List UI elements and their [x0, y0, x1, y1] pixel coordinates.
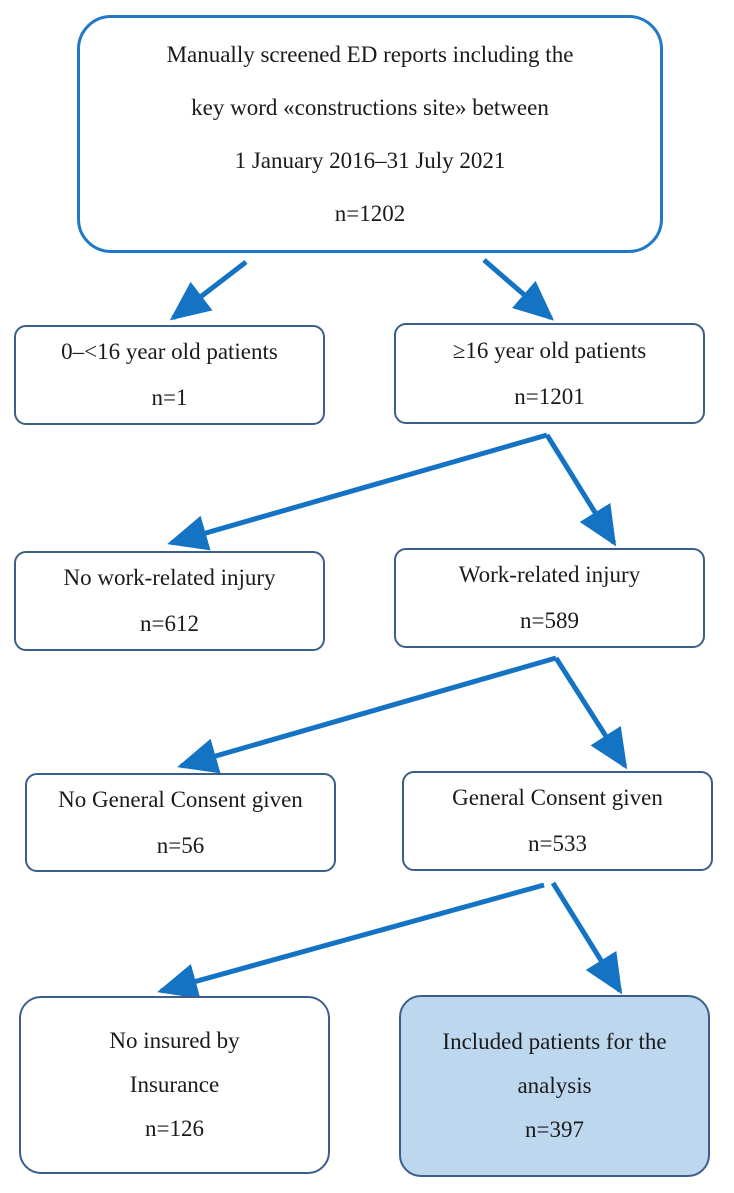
screened-line-1: Manually screened ED reports including t…	[166, 42, 574, 67]
no-consent-label: No General Consent given	[58, 786, 303, 812]
screened-reports-box: Manually screened ED reports including t…	[77, 15, 663, 253]
arrow-screened-to-under16	[169, 260, 248, 321]
arrow-over16-to-no-work	[167, 432, 548, 551]
arrow-work-to-no-consent	[177, 655, 557, 774]
included-line-1: Included patients for the	[442, 1029, 667, 1054]
arrow-consent-to-included	[550, 881, 623, 995]
consent-label: General Consent given	[452, 785, 663, 810]
no-work-injury-label: No work-related injury	[63, 565, 276, 590]
screened-line-3: 1 January 2016–31 July 2021	[234, 148, 506, 173]
screened-count: n=1202	[334, 201, 406, 226]
consent-count: n=533	[528, 831, 587, 856]
arrow-work-to-consent	[553, 656, 628, 770]
not-insured-line-1: No insured by	[109, 1028, 240, 1053]
included-patients-box: Included patients for the analysis n=397	[399, 995, 710, 1177]
under16-label: 0–<16 year old patients	[61, 339, 278, 364]
no-consent-count: n=56	[156, 832, 205, 858]
screened-line-2: key word «constructions site» between	[191, 95, 549, 120]
arrow-screened-to-over16	[482, 258, 555, 321]
work-injury-label: Work-related injury	[458, 562, 641, 587]
over16-count: n=1201	[514, 383, 585, 409]
not-insured-count: n=126	[145, 1116, 204, 1141]
work-injury-count: n=589	[520, 608, 579, 633]
under16-count: n=1	[151, 385, 188, 410]
no-work-injury-count: n=612	[140, 611, 199, 636]
work-injury-box: Work-related injury n=589	[394, 548, 705, 648]
over16-box: ≥16 year old patients n=1201	[394, 323, 705, 424]
arrow-consent-to-not-insured	[157, 882, 545, 999]
included-count: n=397	[525, 1117, 584, 1142]
not-insured-line-2: Insurance	[129, 1072, 220, 1097]
under16-box: 0–<16 year old patients n=1	[14, 325, 325, 425]
arrow-over16-to-work	[544, 433, 617, 547]
over16-label: ≥16 year old patients	[452, 337, 647, 363]
not-insured-box: No insured by Insurance n=126	[19, 996, 330, 1174]
consent-box: General Consent given n=533	[402, 771, 713, 871]
no-work-injury-box: No work-related injury n=612	[14, 551, 325, 651]
included-line-2: analysis	[517, 1073, 592, 1098]
no-consent-box: No General Consent given n=56	[25, 773, 336, 872]
